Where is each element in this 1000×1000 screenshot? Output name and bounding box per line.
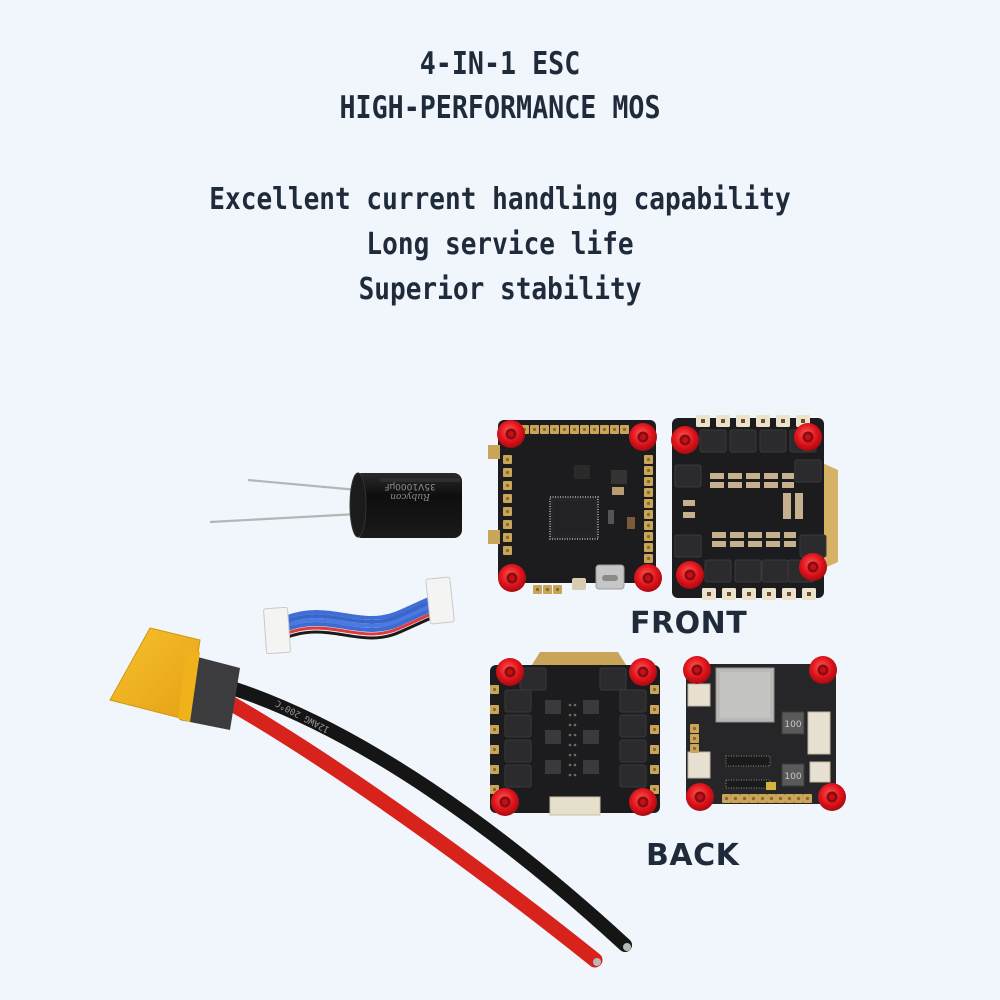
esc-board-front — [671, 415, 838, 600]
fc-board-back: 100 100 — [683, 656, 846, 811]
feature-service-life: Long service life — [366, 227, 634, 262]
capacitor-rating-text: 35V1000µF — [384, 481, 435, 491]
title-line-2: HIGH-PERFORMANCE MOS — [339, 90, 661, 126]
esc-board-back — [490, 652, 660, 816]
fc-board-front — [488, 420, 662, 594]
capacitor-brand-text: Rubycon — [390, 491, 431, 501]
inductor-marking-2: 100 — [784, 772, 801, 782]
capacitor: 35V1000µF Rubycon — [209, 472, 462, 538]
inductor-marking-1: 100 — [784, 720, 801, 730]
feature-stability: Superior stability — [358, 272, 642, 307]
feature-current-handling: Excellent current handling capability — [209, 182, 791, 217]
title-line-1: 4-IN-1 ESC — [419, 46, 581, 82]
xt-connector — [109, 627, 240, 730]
back-view-label: BACK — [646, 838, 740, 873]
front-view-label: FRONT — [630, 606, 748, 641]
ribbon-cable — [263, 576, 455, 655]
